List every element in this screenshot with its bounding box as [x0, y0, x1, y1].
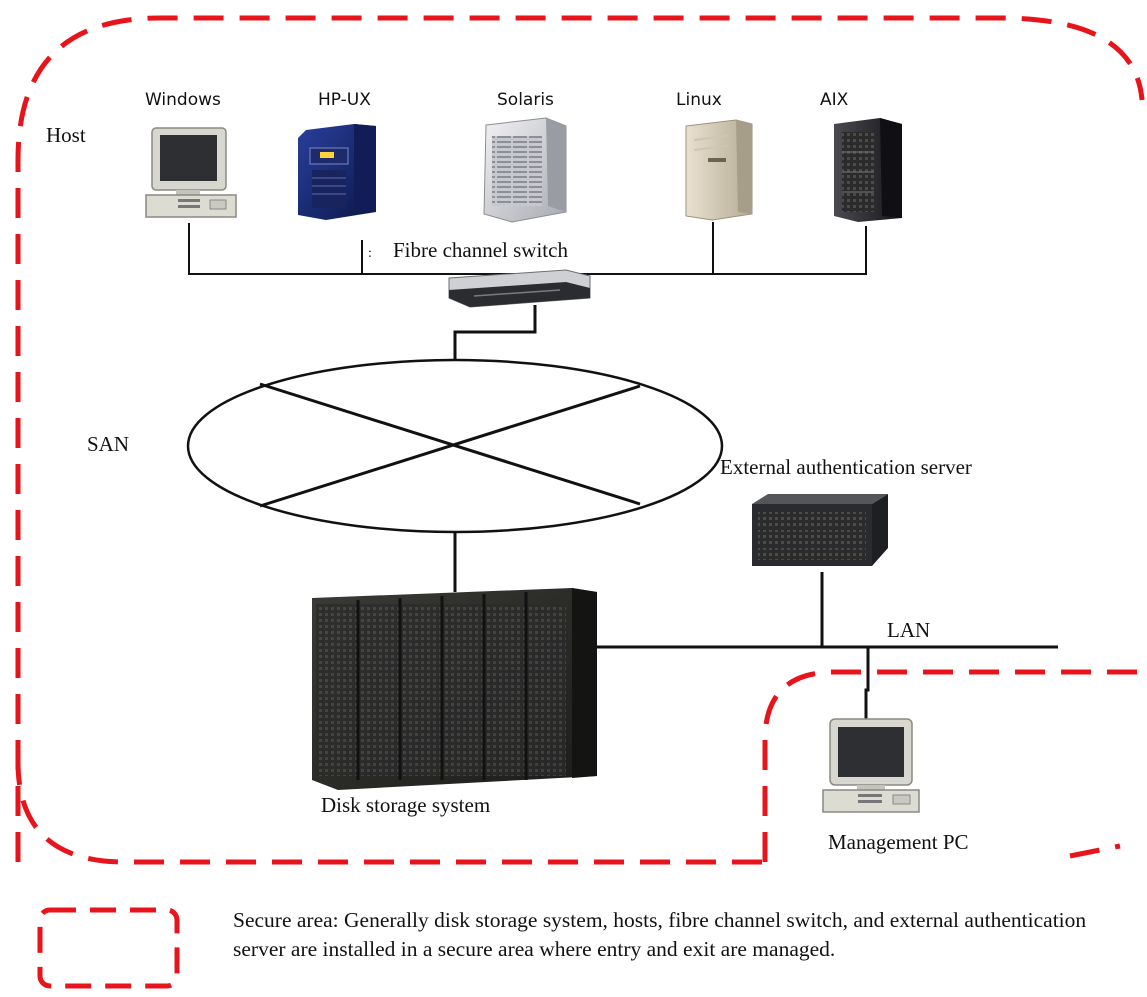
- fibre-channel-switch-icon: [448, 269, 591, 308]
- management-area-boundary: [762, 669, 1147, 862]
- disk-storage-label: Disk storage system: [321, 793, 490, 817]
- management-pc-icon: [822, 718, 920, 813]
- san-uplink: [453, 305, 1058, 720]
- rack-server-icon: [752, 494, 888, 566]
- host-label-aix: AIX: [820, 90, 849, 110]
- secure-area-boundary: [15, 15, 1145, 865]
- server-tower-icon: [834, 118, 902, 222]
- desktop-pc-icon: [145, 127, 237, 218]
- external-auth-server-label: External authentication server: [720, 455, 972, 479]
- server-tower-icon: [483, 117, 567, 223]
- host-label: Host: [46, 123, 86, 147]
- server-tower-icon: [298, 124, 376, 220]
- host-label-hpux: HP-UX: [318, 90, 371, 110]
- san-cloud: [186, 358, 724, 534]
- fc-switch-label: Fibre channel switch: [393, 238, 568, 262]
- host-label-solaris: Solaris: [497, 90, 554, 110]
- legend-description: Secure area: Generally disk storage syst…: [233, 908, 1087, 961]
- lan-label: LAN: [887, 618, 930, 642]
- disk-storage-icon: [312, 588, 597, 790]
- legend-swatch: [37, 907, 180, 989]
- server-tower-icon: [685, 119, 753, 221]
- management-pc-label: Management PC: [828, 830, 969, 854]
- stray-mark: :: [368, 246, 372, 261]
- san-label: SAN: [87, 432, 129, 456]
- host-label-windows: Windows: [145, 90, 221, 110]
- host-label-linux: Linux: [676, 90, 722, 110]
